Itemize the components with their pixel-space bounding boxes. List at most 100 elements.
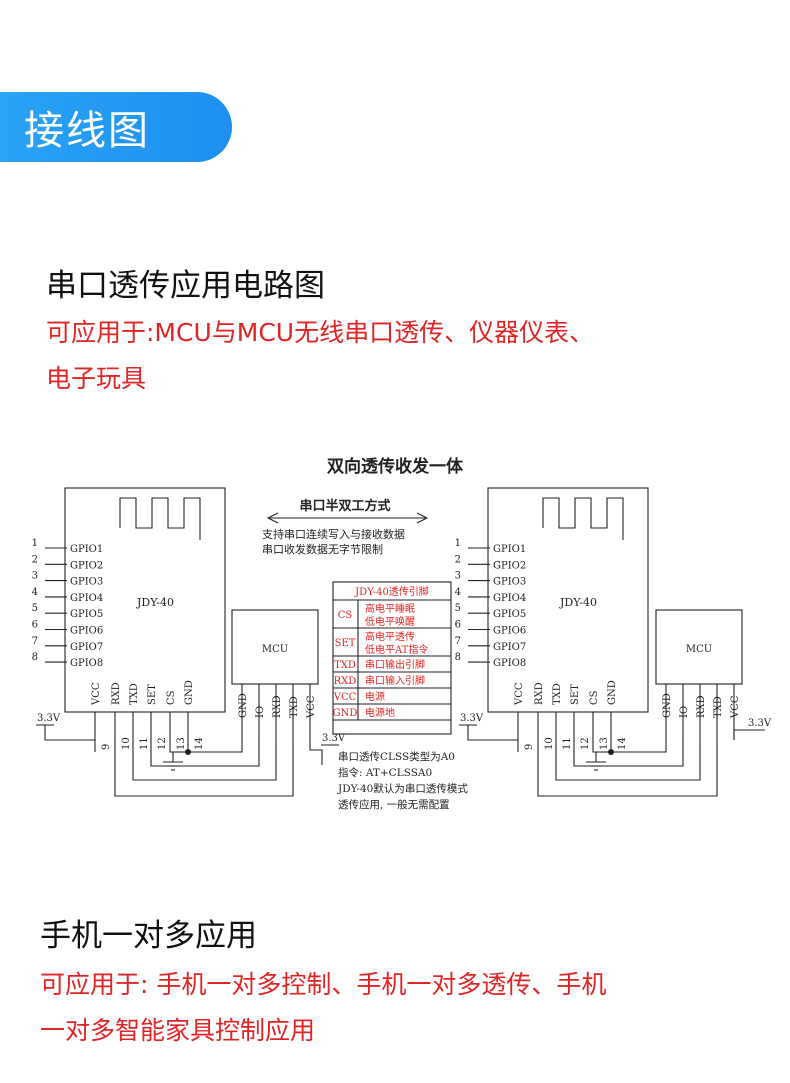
gpio-number: 3 (32, 571, 38, 582)
gpio-label: GPIO2 (70, 560, 103, 571)
pin-table-pin: RXD (334, 676, 357, 687)
pin-label: SET (570, 684, 581, 705)
gpio-label: GPIO3 (70, 577, 103, 588)
footer-note: JDY-40默认为串口透传模式 (337, 782, 468, 795)
pin-table-desc: 串口输入引脚 (365, 674, 425, 687)
pin-label: TXD (552, 683, 563, 705)
gpio-label: GPIO5 (493, 609, 526, 620)
gpio-label: GPIO1 (70, 544, 103, 555)
module-box (487, 487, 649, 713)
pin-label: VCC (514, 682, 525, 706)
mode-arrow-head (266, 512, 279, 524)
mcu-pin-label: RXD (272, 695, 283, 718)
io-set-wire (573, 740, 684, 767)
gpio-number: 4 (455, 587, 461, 598)
gpio-number: 5 (32, 603, 38, 614)
pin-table (332, 581, 452, 735)
pin-number: 9 (101, 744, 112, 750)
pin-table-pin: TXD (334, 660, 356, 671)
mcu-txd-wire (114, 740, 294, 797)
section-banner: 接线图 (0, 92, 232, 162)
mcu-gnd-wire (596, 740, 667, 753)
pin-label: VCC (91, 682, 102, 706)
pin-label: TXD (129, 683, 140, 705)
gpio-number: 2 (32, 554, 38, 565)
module-label: JDY-40 (136, 596, 174, 609)
gpio-label: GPIO8 (493, 658, 526, 669)
diagram-note: 串口收发数据无字节限制 (262, 542, 383, 556)
mcu-pin-label: VCC (306, 695, 317, 719)
gpio-label: GPIO6 (70, 626, 103, 637)
pin-table-pin: VCC (333, 692, 357, 703)
gpio-number: 7 (32, 636, 38, 647)
pin-number: 13 (176, 737, 187, 750)
gpio-label: GPIO4 (493, 593, 526, 604)
footer-note: 指令: AT+CLSSA0 (338, 766, 432, 779)
pin-number: 9 (524, 744, 535, 750)
gpio-number: 2 (455, 554, 461, 565)
serial-desc-line2: 电子玩具 (46, 364, 147, 393)
module-box (64, 487, 226, 713)
io-set-wire (150, 740, 260, 767)
mcu-box (231, 609, 319, 685)
pin-table-desc: 高电平透传 (365, 630, 415, 643)
multi-desc-line1: 可应用于: 手机一对多控制、手机一对多透传、手机 (40, 970, 607, 999)
gpio-number: 8 (455, 652, 461, 663)
pin-number: 13 (599, 737, 610, 750)
multi-desc-line2: 一对多智能家具控制应用 (40, 1016, 316, 1045)
pin-table-pin: GND (333, 708, 358, 719)
pin-table-desc: 串口输出引脚 (365, 658, 425, 671)
mode-label: 串口半双工方式 (299, 498, 390, 514)
banner-title: 接线图 (24, 108, 150, 154)
gpio-label: GPIO7 (493, 642, 526, 653)
pin-label: GND (184, 680, 195, 705)
section-title-multi: 手机一对多应用 (40, 918, 257, 954)
pin-table-desc: 低电平AT指令 (365, 643, 428, 656)
pin-label: RXD (534, 682, 545, 705)
pin-number: 12 (157, 737, 168, 750)
footer-note: 透传应用, 一般无需配置 (338, 798, 450, 811)
pin-label: SET (147, 684, 158, 705)
pin-number: 10 (121, 737, 132, 750)
pin-table-desc: 高电平睡眠 (365, 602, 415, 615)
gpio-number: 6 (455, 620, 461, 631)
pin-number: 11 (139, 737, 150, 750)
pin-table-pin: SET (335, 638, 356, 649)
vcc-wire (44, 725, 95, 741)
gpio-label: GPIO2 (493, 560, 526, 571)
gpio-number: 6 (32, 620, 38, 631)
diagram-note: 支持串口连续写入与接收数据 (262, 527, 405, 541)
mcu-pin-label: GND (238, 693, 249, 718)
pin-number: 14 (194, 737, 205, 750)
mcu-pin-label: GND (662, 693, 673, 718)
mcu-pin-label: TXD (713, 696, 724, 718)
gpio-number: 7 (455, 636, 461, 647)
mode-arrow-head (416, 512, 429, 524)
mcu-label: MCU (262, 644, 288, 655)
pin-number: 12 (580, 737, 591, 750)
mcu-txd-wire (537, 740, 718, 797)
pin-number: 11 (562, 737, 573, 750)
gpio-number: 1 (455, 538, 461, 549)
pin-label: RXD (111, 682, 122, 705)
vcc-label: 3.3V (748, 718, 772, 729)
gpio-label: GPIO1 (493, 544, 526, 555)
antenna-trace (119, 497, 201, 540)
pin-table-desc: 电源 (365, 690, 385, 703)
mcu-pin-label: VCC (730, 695, 741, 719)
gpio-label: GPIO5 (70, 609, 103, 620)
gpio-number: 3 (455, 571, 461, 582)
mcu-pin-label: IO (679, 706, 690, 718)
gpio-number: 8 (32, 652, 38, 663)
mcu-gnd-wire (173, 740, 243, 753)
cs-wire (169, 740, 173, 753)
pin-number: 14 (617, 737, 628, 750)
mcu-pin-label: IO (255, 706, 266, 718)
diagram-title: 双向透传收发一体 (327, 456, 464, 477)
pin-table-title: JDY-40透传引脚 (354, 585, 429, 598)
gpio-label: GPIO3 (493, 577, 526, 588)
pin-label: CS (589, 690, 600, 705)
gpio-label: GPIO7 (70, 642, 103, 653)
mcu-vcc-wire (733, 729, 756, 740)
